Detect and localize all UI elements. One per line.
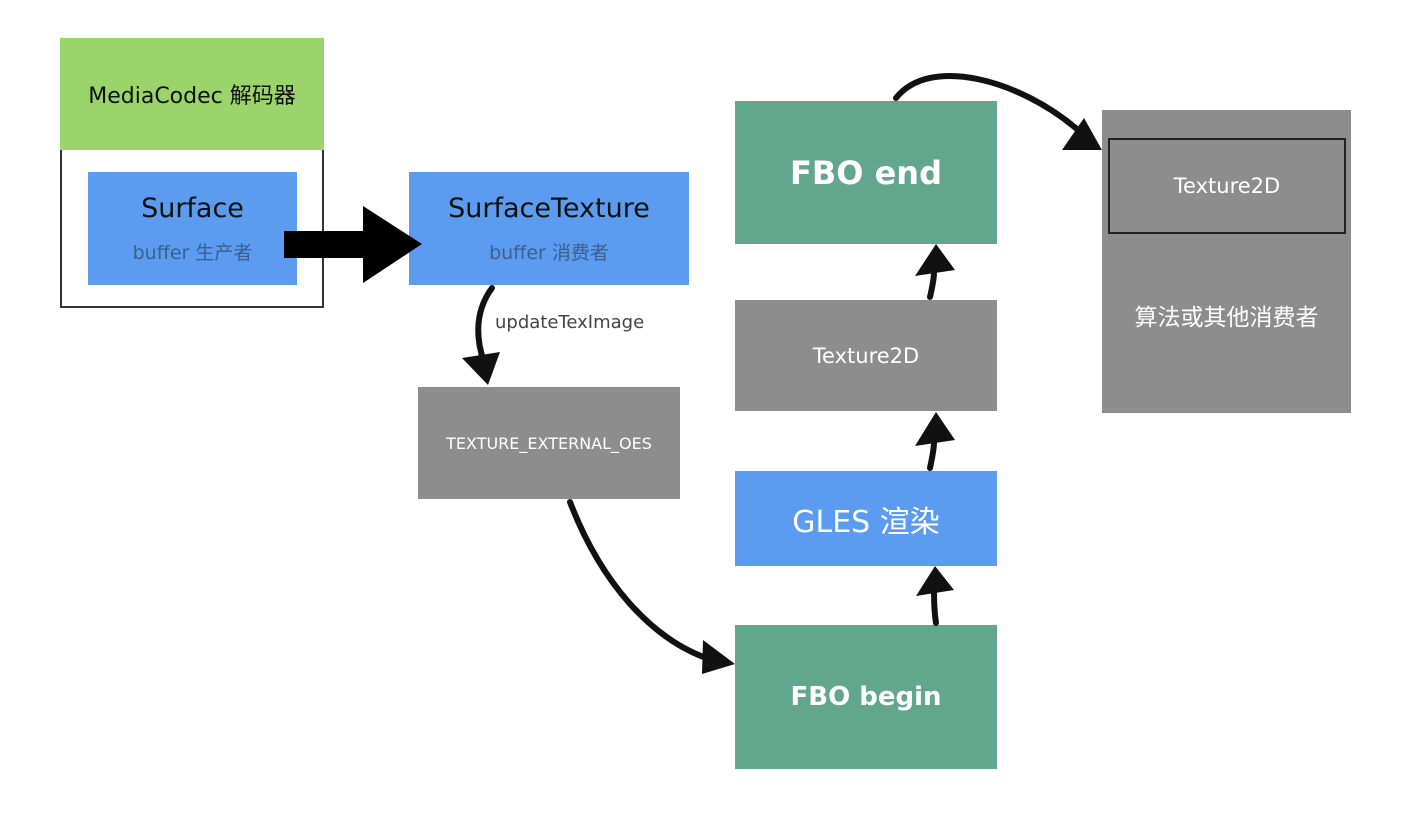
oes-to-fbo-begin-arrow <box>567 499 715 663</box>
texture-to-fbo-end-arrowhead <box>915 244 955 276</box>
consumer-texture2d-box: Texture2D <box>1108 138 1346 234</box>
texture2d-box: Texture2D <box>735 300 997 411</box>
texture-to-fbo-end-arrow <box>927 269 937 300</box>
update-teximage-arrowhead <box>462 352 500 385</box>
fbo-begin-box: FBO begin <box>735 625 997 769</box>
oes-texture-box: TEXTURE_EXTERNAL_OES <box>418 387 680 499</box>
decoder-header: MediaCodec 解码器 <box>60 38 324 150</box>
producer-to-consumer-arrow <box>284 206 422 283</box>
surface-title: Surface <box>141 192 244 224</box>
consumer-box: Texture2D 算法或其他消费者 <box>1102 110 1351 413</box>
fbo-end-to-consumer-arrow <box>893 73 1081 133</box>
consumer-texture2d-label: Texture2D <box>1173 174 1281 198</box>
surface-box: Surface buffer 生产者 <box>88 172 297 285</box>
fbo-begin-to-gles-arrow <box>931 589 939 626</box>
gles-render-label: GLES 渲染 <box>792 504 940 540</box>
surface-texture-box: SurfaceTexture buffer 消费者 <box>409 172 689 285</box>
update-teximage-arrow <box>475 285 495 365</box>
decoder-title: MediaCodec 解码器 <box>88 84 296 109</box>
fbo-end-label: FBO end <box>790 153 942 192</box>
update-teximage-label: updateTexImage <box>495 312 645 333</box>
surface-texture-subtitle: buffer 消费者 <box>489 241 609 264</box>
fbo-begin-to-gles-arrowhead <box>916 566 954 596</box>
gles-to-texture-arrowhead <box>915 412 955 446</box>
fbo-end-to-consumer-arrowhead <box>1062 118 1102 150</box>
fbo-end-box: FBO end <box>735 101 997 244</box>
fbo-begin-label: FBO begin <box>790 682 942 712</box>
surface-subtitle: buffer 生产者 <box>132 241 253 264</box>
oes-texture-label: TEXTURE_EXTERNAL_OES <box>446 433 652 453</box>
texture2d-label: Texture2D <box>812 343 920 368</box>
consumer-label: 算法或其他消费者 <box>1134 305 1319 331</box>
consumer-label-wrap: 算法或其他消费者 <box>1102 290 1351 340</box>
surface-texture-title: SurfaceTexture <box>448 192 650 224</box>
gles-to-texture-arrow <box>927 439 937 471</box>
oes-to-fbo-begin-arrowhead <box>702 640 735 674</box>
gles-render-box: GLES 渲染 <box>735 471 997 566</box>
